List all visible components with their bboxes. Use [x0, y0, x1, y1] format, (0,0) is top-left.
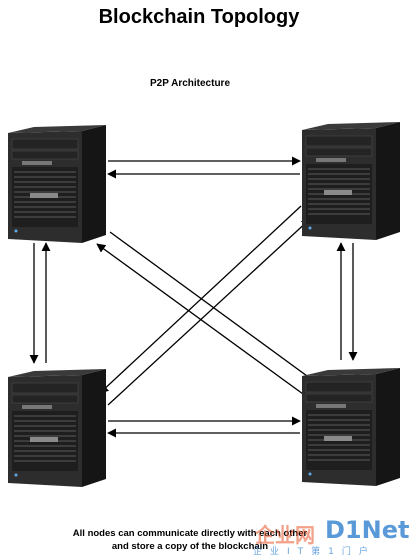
watermark-chinese: 企业网: [255, 523, 315, 547]
arrow-top-right-to-bottom-left: [99, 205, 302, 394]
caption-line-2: and store a copy of the blockchain: [111, 541, 269, 552]
server-node-bottom-left: [8, 367, 108, 494]
diagram-title: Blockchain Topology: [98, 6, 300, 28]
tower-server-icon: [8, 369, 106, 487]
diagram-caption: All nodes can communicate directly with …: [40, 527, 340, 553]
watermark-logo: 企业网 D1Net 企业IT第1门户: [253, 516, 412, 559]
server-node-top-left: [8, 123, 108, 250]
server-node-bottom-right: [302, 366, 402, 493]
diagram-subtitle: P2P Architecture: [149, 78, 231, 89]
watermark-brand: D1Net: [325, 516, 410, 544]
server-node-top-right: [302, 120, 402, 247]
tower-server-icon: [302, 122, 400, 240]
arrow-bottom-right-to-top-left: [96, 243, 304, 395]
caption-line-1: All nodes can communicate directly with …: [72, 528, 308, 539]
arrow-bottom-left-to-top-right: [107, 218, 311, 406]
watermark-tagline: 企业IT第1门户: [253, 547, 376, 557]
tower-server-icon: [302, 368, 400, 486]
tower-server-icon: [8, 125, 106, 243]
